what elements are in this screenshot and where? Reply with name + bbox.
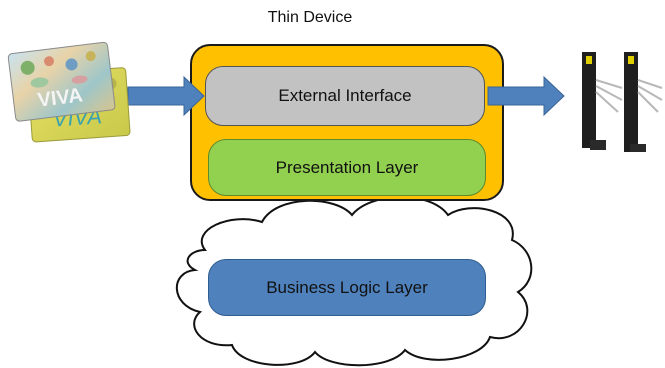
business-logic-layer-label: Business Logic Layer [266, 277, 428, 297]
card-front-text: VIVA [36, 84, 84, 111]
card-front: VIVA [7, 41, 116, 122]
presentation-layer-label: Presentation Layer [275, 157, 419, 177]
external-interface-block: External Interface [205, 66, 485, 126]
business-logic-layer-block: Business Logic Layer [208, 259, 486, 316]
diagram-title: Thin Device [267, 9, 353, 26]
external-interface-label: External Interface [278, 86, 412, 105]
input-arrow [127, 75, 205, 117]
presentation-layer-block: Presentation Layer [208, 139, 486, 196]
output-arrow [487, 75, 565, 117]
